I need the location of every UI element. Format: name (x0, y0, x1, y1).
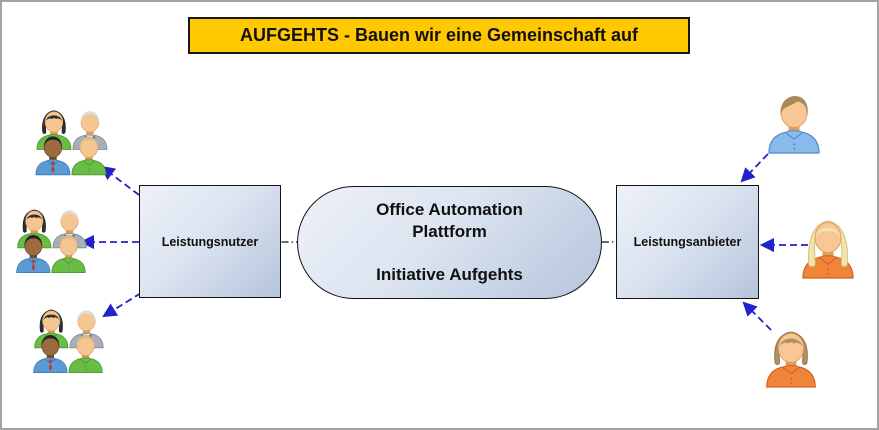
platform-node: Office Automation Plattform Initiative A… (297, 186, 602, 299)
man-tan-hair-green-shirt-icon (51, 235, 86, 274)
platform-line3: Initiative Aufgehts (376, 265, 523, 285)
woman-blonde-long-orange-shirt-icon (802, 220, 854, 279)
title-text: AUFGEHTS - Bauen wir eine Gemeinschaft a… (239, 25, 639, 45)
providers-node: Leistungsanbieter (616, 185, 759, 299)
woman-brown-bob-orange-shirt-icon (766, 331, 816, 388)
platform-line2: Plattform (412, 221, 487, 241)
title-banner: AUFGEHTS - Bauen wir eine Gemeinschaft a… (188, 17, 690, 54)
user-group-icon (29, 307, 109, 376)
providers-label: Leistungsanbieter (633, 235, 742, 249)
man-tan-hair-green-shirt-icon (68, 335, 103, 374)
man-dark-skin-red-tie-icon (33, 335, 68, 374)
arrow-consumers-bottom (102, 292, 142, 318)
female-user-icon (796, 213, 860, 285)
user-group-icon (12, 207, 92, 276)
arrow-consumers-top (100, 165, 140, 196)
arrow-provider-top (740, 153, 769, 183)
man-dark-skin-red-tie-icon (16, 235, 51, 274)
arrow-provider-bottom (742, 301, 772, 331)
consumers-node: Leistungsnutzer (139, 185, 281, 298)
male-user-icon (762, 89, 826, 159)
consumers-label: Leistungsnutzer (161, 234, 259, 249)
man-dark-skin-red-tie-icon (35, 136, 71, 176)
man-brown-hair-blue-shirt-icon (768, 96, 820, 154)
user-group-icon (31, 108, 113, 178)
female-user-icon (760, 324, 822, 394)
man-tan-hair-green-shirt-icon (71, 136, 107, 176)
platform-line1: Office Automation (376, 199, 523, 219)
